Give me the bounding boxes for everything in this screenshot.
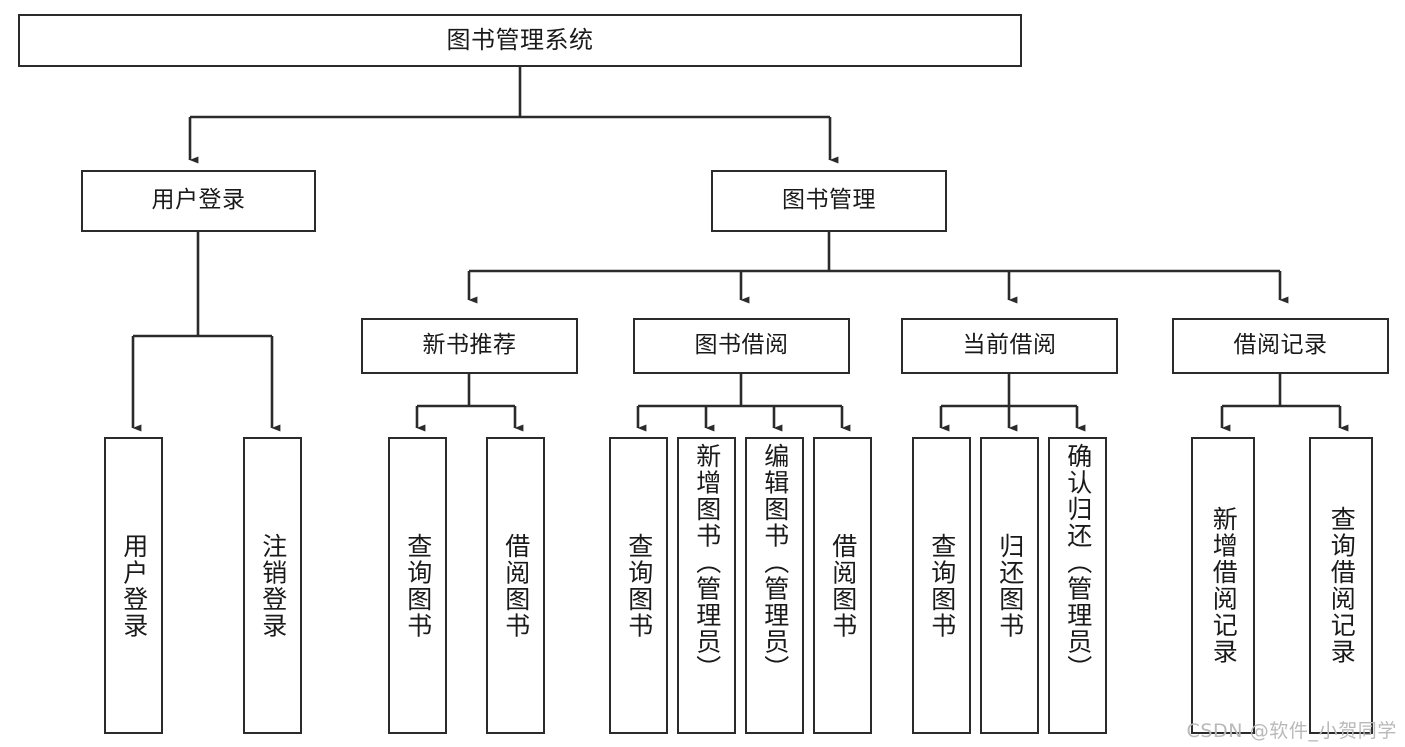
node-label: 新书推荐 xyxy=(422,332,517,359)
node-leaf-add-book-admin[interactable]: 新增图书（管理员） xyxy=(677,437,736,734)
node-leaf-borrow-book-recommend[interactable]: 借阅图书 xyxy=(486,437,545,734)
node-book-borrowing[interactable]: 图书借阅 xyxy=(633,318,850,374)
node-user-login[interactable]: 用户登录 xyxy=(81,170,316,232)
node-label: 归还图书 xyxy=(995,532,1025,639)
node-leaf-query-book-borrow[interactable]: 查询图书 xyxy=(609,437,668,734)
node-new-book-recommendation[interactable]: 新书推荐 xyxy=(361,318,578,374)
node-label: 新增图书（管理员） xyxy=(692,443,722,682)
node-label: 用户登录 xyxy=(151,187,246,214)
node-current-borrowing[interactable]: 当前借阅 xyxy=(901,318,1118,374)
node-label: 图书管理 xyxy=(782,187,876,214)
node-label: 用户登录 xyxy=(119,532,149,639)
node-label: 查询图书 xyxy=(403,532,433,639)
node-label: 注销登录 xyxy=(258,532,288,639)
node-label: 查询图书 xyxy=(624,532,654,639)
node-leaf-add-borrow-record[interactable]: 新增借阅记录 xyxy=(1191,437,1255,734)
node-leaf-query-borrow-record[interactable]: 查询借阅记录 xyxy=(1309,437,1373,734)
node-label: 图书借阅 xyxy=(694,332,789,359)
node-label: 当前借阅 xyxy=(962,332,1057,359)
node-label: 借阅图书 xyxy=(828,532,858,639)
node-leaf-user-login[interactable]: 用户登录 xyxy=(104,437,163,734)
node-label: 查询图书 xyxy=(927,532,957,639)
watermark-text: CSDN @软件_小贺同学 xyxy=(1186,720,1397,742)
node-book-management[interactable]: 图书管理 xyxy=(711,170,947,232)
node-leaf-logout-login[interactable]: 注销登录 xyxy=(243,437,302,734)
node-leaf-edit-book-admin[interactable]: 编辑图书（管理员） xyxy=(745,437,804,734)
node-leaf-query-book-recommend[interactable]: 查询图书 xyxy=(388,437,447,734)
node-leaf-query-book-current[interactable]: 查询图书 xyxy=(912,437,971,734)
node-root-system[interactable]: 图书管理系统 xyxy=(18,14,1022,67)
node-label: 编辑图书（管理员） xyxy=(760,443,790,682)
node-label: 新增借阅记录 xyxy=(1209,506,1239,665)
node-label: 借阅记录 xyxy=(1233,332,1328,359)
node-borrowing-record[interactable]: 借阅记录 xyxy=(1172,318,1389,374)
node-leaf-borrow-book-borrow[interactable]: 借阅图书 xyxy=(813,437,872,734)
node-label: 图书管理系统 xyxy=(446,26,594,55)
node-label: 借阅图书 xyxy=(501,532,531,639)
node-leaf-return-book[interactable]: 归还图书 xyxy=(980,437,1039,734)
node-label: 确认归还（管理员） xyxy=(1063,443,1093,682)
node-label: 查询借阅记录 xyxy=(1327,506,1357,665)
node-leaf-confirm-return-admin[interactable]: 确认归还（管理员） xyxy=(1048,437,1107,734)
